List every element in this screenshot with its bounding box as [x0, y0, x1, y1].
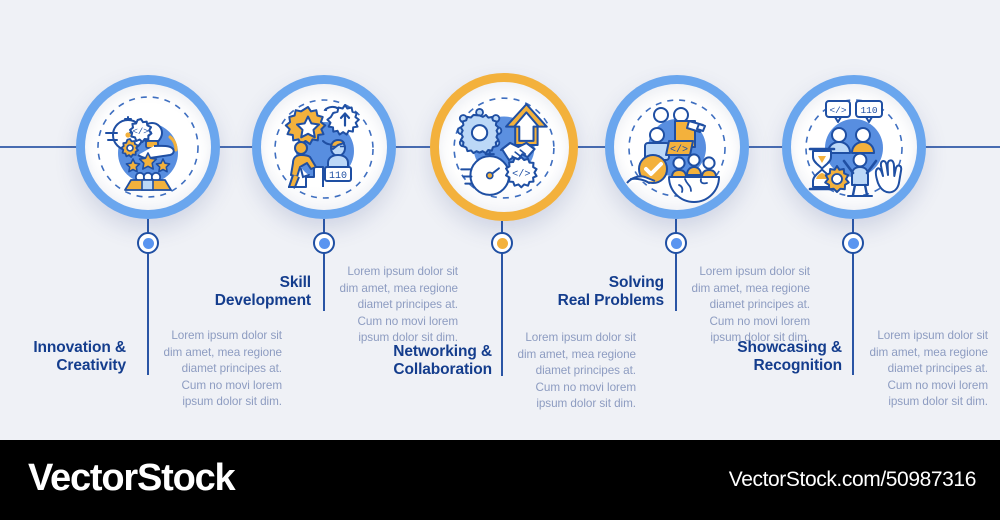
step-body-solving-real-problems: Lorem ipsum dolor sit dim amet, mea regi… — [691, 265, 811, 344]
step-body-networking-collaboration: Lorem ipsum dolor sit dim amet, mea regi… — [517, 331, 637, 410]
step-body-innovation-creativity: Lorem ipsum dolor sit dim amet, mea regi… — [163, 329, 283, 408]
timeline-dot-showcasing-recognition[interactable] — [842, 232, 864, 254]
svg-text:</>: </> — [670, 144, 688, 156]
step-body-showcasing-recognition: Lorem ipsum dolor sit dim amet, mea regi… — [869, 329, 989, 408]
recognition-icon: </> 110 — [798, 91, 910, 203]
timeline-dot-skill-development[interactable] — [313, 232, 335, 254]
step-title-innovation-creativity: Innovation &Creativity — [33, 339, 126, 374]
svg-text:</>: </> — [132, 127, 148, 137]
svg-text:</>: </> — [829, 105, 846, 116]
step-circle-skill-development[interactable]: 110 — [252, 75, 396, 219]
innovation-icon: </> — [92, 91, 204, 203]
connector-stem — [852, 219, 854, 375]
svg-text:110: 110 — [860, 105, 877, 116]
step-circle-networking-collaboration[interactable]: </> — [430, 73, 578, 221]
problem-solving-icon: </> — [621, 91, 733, 203]
timeline-dot-innovation-creativity[interactable] — [137, 232, 159, 254]
vectorstock-url: VectorStock.com/50987316 — [728, 468, 977, 491]
connector-stem — [501, 221, 503, 376]
svg-text:110: 110 — [329, 171, 347, 182]
connector-stem — [675, 219, 677, 311]
svg-text:</>: </> — [512, 169, 530, 181]
timeline-dot-networking-collaboration[interactable] — [491, 232, 513, 254]
watermark-bar: VectorStock VectorStock.com/50987316 — [0, 440, 1000, 520]
connector-stem — [323, 219, 325, 311]
step-title-showcasing-recognition: Showcasing &Recognition — [737, 339, 842, 374]
timeline-dot-solving-real-problems[interactable] — [665, 232, 687, 254]
connector-stem — [147, 219, 149, 375]
step-circle-solving-real-problems[interactable]: </> — [605, 75, 749, 219]
step-circle-innovation-creativity[interactable]: </> — [76, 75, 220, 219]
vectorstock-logo: VectorStock — [28, 457, 236, 499]
step-circle-showcasing-recognition[interactable]: </> 110 — [782, 75, 926, 219]
step-body-skill-development: Lorem ipsum dolor sit dim amet, mea regi… — [339, 265, 459, 344]
step-title-networking-collaboration: Networking &Collaboration — [393, 343, 492, 378]
networking-icon: </> — [447, 90, 561, 204]
skill-development-icon: 110 — [268, 91, 380, 203]
